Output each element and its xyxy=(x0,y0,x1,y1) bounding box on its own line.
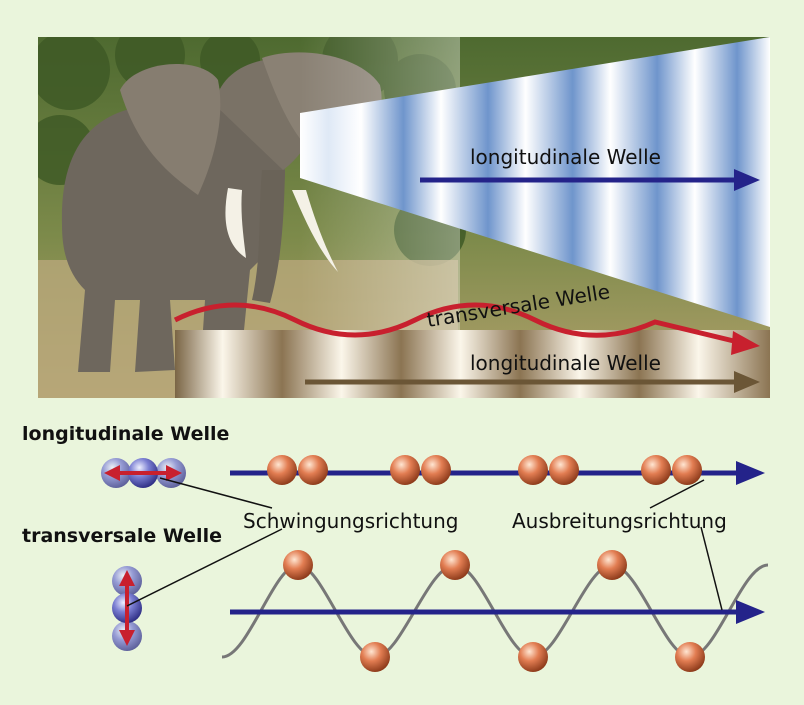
transverse-particles xyxy=(283,550,705,672)
transverse-particle xyxy=(597,550,627,580)
longitudinal-particles xyxy=(267,455,702,485)
transverse-particle xyxy=(440,550,470,580)
air-wave-label: longitudinale Welle xyxy=(470,145,661,169)
transverse-propagation-arrow xyxy=(230,600,765,624)
air-longitudinal-arrow xyxy=(420,169,760,191)
leader-lines xyxy=(126,477,723,611)
longitudinal-particle xyxy=(298,455,328,485)
transverse-title: transversale Welle xyxy=(22,525,222,547)
longitudinal-particle xyxy=(390,455,420,485)
transverse-particle xyxy=(283,550,313,580)
ground-wave-band xyxy=(175,330,770,398)
longitudinal-particle xyxy=(421,455,451,485)
propagation-direction-label: Ausbreitungsrichtung xyxy=(512,509,727,533)
longitudinal-particle xyxy=(518,455,548,485)
ground-longitudinal-label: longitudinale Welle xyxy=(470,351,661,375)
ground-longitudinal-arrow xyxy=(305,371,760,393)
longitudinal-particle xyxy=(641,455,671,485)
transverse-particle xyxy=(518,642,548,672)
longitudinal-particle xyxy=(549,455,579,485)
transverse-oscillation-particle xyxy=(112,566,142,651)
longitudinal-particle xyxy=(267,455,297,485)
longitudinal-title: longitudinale Welle xyxy=(22,423,229,445)
longitudinal-particle xyxy=(672,455,702,485)
oscillation-direction-label: Schwingungsrichtung xyxy=(243,509,458,533)
transverse-particle xyxy=(675,642,705,672)
ground-transverse-wave xyxy=(173,302,760,355)
transverse-particle xyxy=(360,642,390,672)
longitudinal-oscillation-particle xyxy=(101,458,186,488)
